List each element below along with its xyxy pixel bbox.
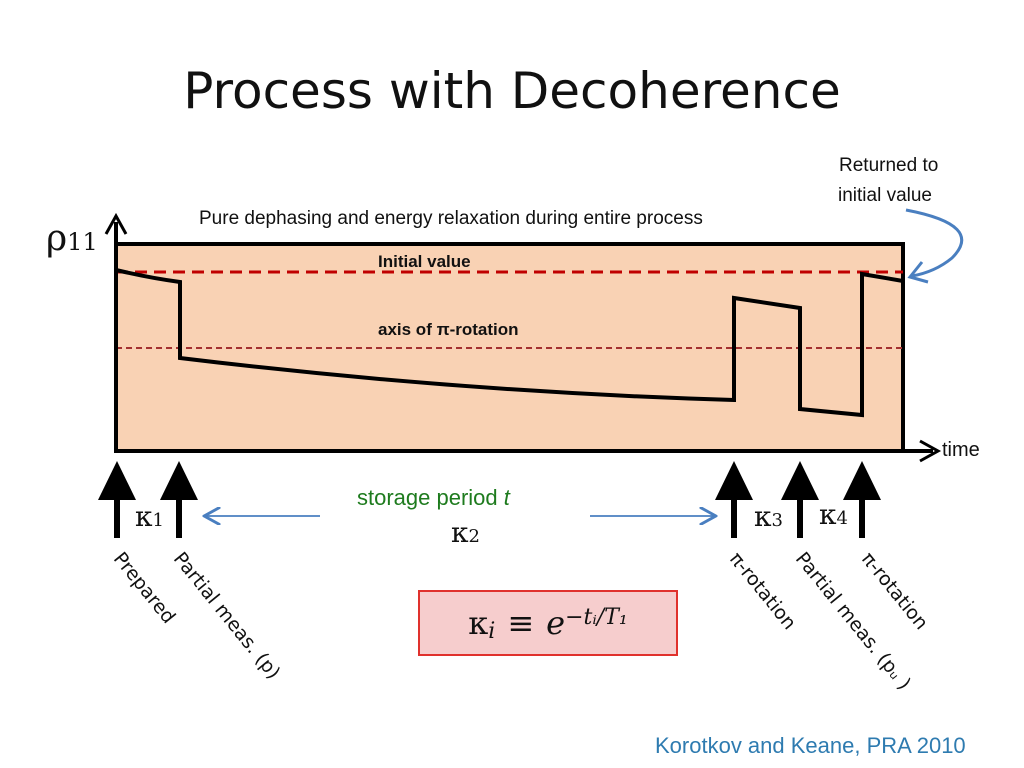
kappa-subscript: 1 <box>152 510 164 531</box>
x-axis-label: time <box>942 439 980 461</box>
kappa-1-label: κ1 <box>135 500 164 533</box>
citation: Korotkov and Keane, PRA 2010 <box>655 733 966 758</box>
formula-lhs: κ <box>468 604 489 642</box>
y-axis-label: ρ11 <box>46 218 98 259</box>
storage-period-text: storage period <box>357 485 504 510</box>
pi-axis-label: axis of π-rotation <box>378 320 519 339</box>
formula-lhs-sub: i <box>488 618 496 644</box>
kappa-symbol: κ <box>754 500 772 533</box>
event-arrow-partial-meas-2 <box>781 461 819 538</box>
kappa-4-label: κ4 <box>819 498 848 531</box>
kappa-3-label: κ3 <box>754 500 783 533</box>
event-arrow-pi-rotation-1 <box>715 461 753 538</box>
slide-title: Process with Decoherence <box>183 62 841 120</box>
formula-exponent: −tᵢ/T₁ <box>565 604 628 630</box>
top-note: Pure dephasing and energy relaxation dur… <box>199 208 703 229</box>
kappa-subscript: 3 <box>771 510 783 531</box>
y-axis-symbol: ρ <box>46 218 68 259</box>
returned-arrowhead <box>907 261 929 284</box>
kappa-subscript: 2 <box>468 526 480 547</box>
event-arrow-pi-rotation-2 <box>843 461 881 538</box>
formula-equiv: ≡ <box>507 604 535 642</box>
returned-note-line1: Returned to <box>839 155 939 176</box>
formula-base: e <box>546 604 566 642</box>
initial-value-label: Initial value <box>378 252 471 271</box>
kappa-symbol: κ <box>135 500 153 533</box>
x-axis-arrowhead <box>919 439 942 463</box>
event-arrow-prepared <box>98 461 136 538</box>
y-axis-arrowhead <box>104 212 128 235</box>
kappa-symbol: κ <box>451 516 469 549</box>
kappa-2-label: κ2 <box>451 516 480 549</box>
returned-curved-arrow <box>905 208 964 278</box>
y-axis-subscript: 11 <box>67 228 98 256</box>
returned-note-line2: initial value <box>838 185 932 206</box>
rho-curve <box>115 268 904 418</box>
event-arrow-partial-meas-1 <box>160 461 198 538</box>
kappa-subscript: 4 <box>836 508 848 529</box>
kappa-symbol: κ <box>819 498 837 531</box>
storage-period-var: t <box>503 485 510 510</box>
storage-period-label: storage period t <box>357 485 510 511</box>
